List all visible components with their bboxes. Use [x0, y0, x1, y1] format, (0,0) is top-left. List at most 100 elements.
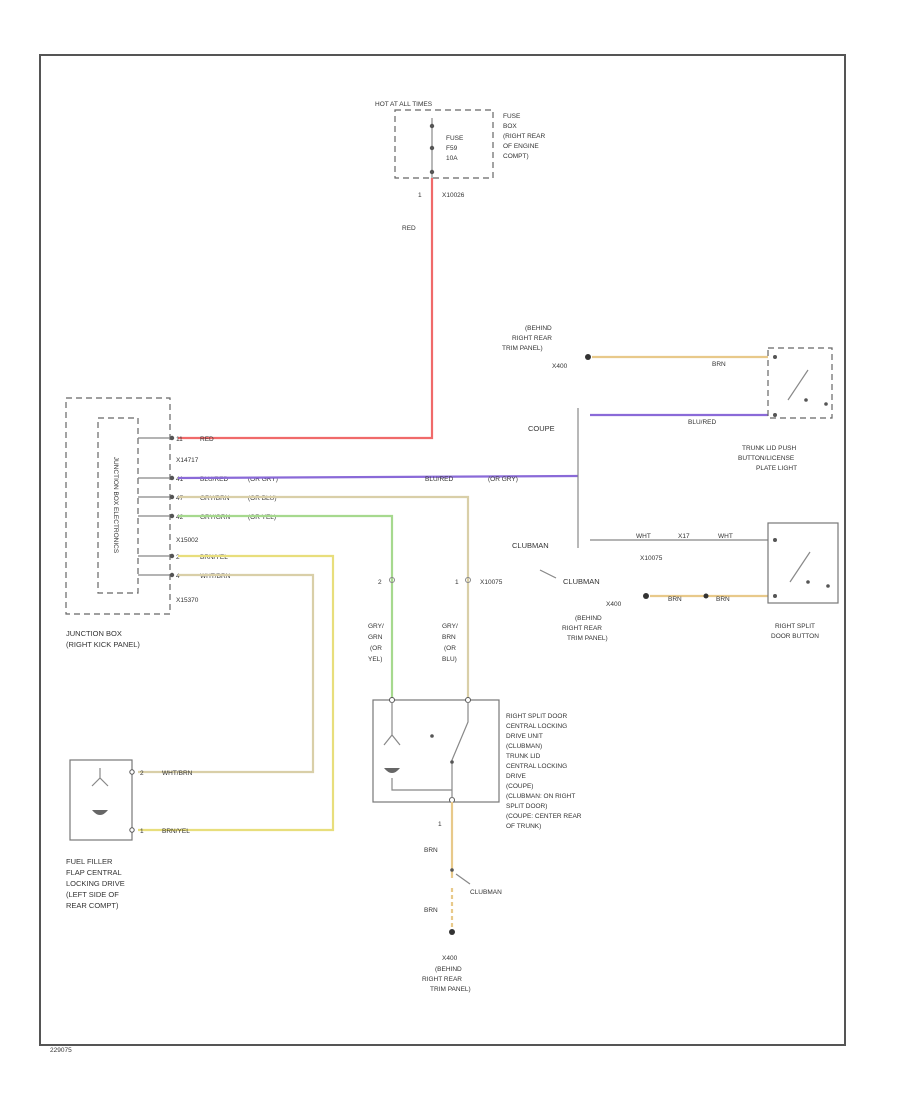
svg-text:RIGHT REAR: RIGHT REAR [422, 976, 462, 983]
svg-text:(OR: (OR [370, 645, 382, 652]
coupe-label: COUPE [528, 424, 555, 433]
svg-text:RIGHT SPLIT: RIGHT SPLIT [775, 623, 815, 630]
ground-mid-icon [643, 593, 649, 599]
beige-wire [138, 573, 315, 774]
orange-wire-mid-label-1: BRN [668, 596, 682, 603]
svg-text:(OR BLU): (OR BLU) [248, 495, 277, 502]
hot-at-all-times-label: HOT AT ALL TIMES [375, 101, 433, 108]
svg-text:OF TRUNK): OF TRUNK) [506, 823, 541, 830]
svg-text:X400: X400 [552, 363, 568, 370]
svg-text:1: 1 [455, 579, 459, 586]
svg-text:TRUNK LID PUSH: TRUNK LID PUSH [742, 445, 796, 452]
svg-text:REAR COMPT): REAR COMPT) [66, 901, 119, 910]
ground-top: (BEHIND RIGHT REAR TRIM PANEL) X400 [502, 325, 591, 370]
svg-text:(BEHIND: (BEHIND [525, 325, 552, 332]
white-wire-splice: X17 [678, 533, 690, 540]
trunk-lid-switch: TRUNK LID PUSH BUTTON/LICENSE PLATE LIGH… [738, 347, 833, 472]
junction-box-label: JUNCTION BOX [66, 629, 122, 638]
clubman-label-upper: CLUBMAN [512, 541, 549, 550]
actuator-wire-labels: 2 1 X10075 GRY/ GRN (OR YEL) GRY/ BRN (O… [368, 577, 503, 663]
central-locking-drive-unit [372, 697, 500, 803]
svg-text:TRIM PANEL): TRIM PANEL) [430, 986, 471, 993]
svg-text:FUEL FILLER: FUEL FILLER [66, 857, 113, 866]
fuse-terminal-mid [429, 145, 435, 151]
actuator-ground-wire-label-1: BRN [424, 847, 438, 854]
jb-connector-2: X15002 [176, 537, 199, 544]
svg-text:(COUPE: CENTER REAR: (COUPE: CENTER REAR [506, 813, 582, 820]
fuse-connector-id: X10026 [442, 192, 465, 199]
fuse-box-loc-4: OF ENGINE [503, 143, 539, 150]
svg-text:(OR YEL): (OR YEL) [248, 514, 276, 521]
svg-text:RED: RED [200, 436, 214, 443]
jb-pin-2: 2 BRN/YEL [138, 553, 228, 561]
svg-text:BRN: BRN [442, 634, 456, 641]
svg-text:BUTTON/LICENSE: BUTTON/LICENSE [738, 455, 795, 462]
trunk-switch-contact [787, 369, 809, 401]
orange-wire-top-label: BRN [712, 361, 726, 368]
split-button-contact [789, 551, 811, 583]
svg-text:2: 2 [140, 770, 144, 777]
ground-bottom: X400 (BEHIND RIGHT REAR TRIM PANEL) [422, 929, 471, 993]
actuator-clubman-label: CLUBMAN [470, 889, 502, 896]
svg-text:2: 2 [378, 579, 382, 586]
svg-text:(OR GRY): (OR GRY) [248, 476, 278, 483]
svg-text:GRY/: GRY/ [368, 623, 384, 630]
svg-text:WHT/BRN: WHT/BRN [200, 573, 231, 580]
svg-text:DRIVE: DRIVE [506, 773, 527, 780]
diagram-id: 229075 [50, 1047, 72, 1054]
motor-terminal-icon [383, 702, 401, 746]
svg-text:CENTRAL LOCKING: CENTRAL LOCKING [506, 723, 567, 730]
white-wire-label-1: WHT [636, 533, 651, 540]
junction-box-outline [65, 397, 171, 615]
svg-text:42: 42 [176, 514, 184, 521]
fuel-flap-motor-icon [92, 810, 108, 815]
jb-connector-3: X15370 [176, 597, 199, 604]
orange-wire-mid-label-2: BRN [716, 596, 730, 603]
svg-text:(BEHIND: (BEHIND [435, 966, 462, 973]
svg-text:1: 1 [140, 828, 144, 835]
svg-text:BRN/YEL: BRN/YEL [162, 828, 190, 835]
fuse-terminal-bottom [429, 169, 435, 175]
svg-text:X400: X400 [606, 601, 622, 608]
green-wire [178, 514, 394, 700]
junction-box-location: (RIGHT KICK PANEL) [66, 640, 140, 649]
svg-text:FLAP CENTRAL: FLAP CENTRAL [66, 868, 122, 877]
clubman-label-lower: CLUBMAN [563, 577, 600, 586]
jb-connector-1: X14717 [176, 457, 199, 464]
diagram-frame [39, 54, 846, 1046]
svg-text:41: 41 [176, 476, 184, 483]
jb-pin-41: 41 BLU/RED (OR GRY) [138, 475, 278, 483]
svg-text:RIGHT SPLIT DOOR: RIGHT SPLIT DOOR [506, 713, 567, 720]
jb-pin-11: 11 RED [138, 435, 214, 443]
junction-box: JUNCTION BOX ELECTRONICS 11 RED X14717 4… [65, 397, 278, 649]
svg-text:47: 47 [176, 495, 184, 502]
svg-text:BLU): BLU) [442, 656, 457, 663]
jb-pin-47: 47 GRY/BRN (OR BLU) [138, 494, 277, 502]
right-split-door-button: RIGHT SPLIT DOOR BUTTON [767, 522, 839, 640]
svg-text:(OR: (OR [444, 645, 456, 652]
ground-mid: CLUBMAN X400 (BEHIND RIGHT REAR TRIM PAN… [539, 569, 649, 642]
svg-text:TRUNK LID: TRUNK LID [506, 753, 541, 760]
junction-box-electronics-label: JUNCTION BOX ELECTRONICS [112, 457, 119, 554]
actuator-outline [372, 699, 500, 803]
svg-text:DRIVE UNIT: DRIVE UNIT [506, 733, 543, 740]
svg-text:YEL): YEL) [368, 656, 382, 663]
yellow-wire [138, 554, 335, 832]
svg-text:X10075: X10075 [480, 579, 503, 586]
fuse-box-outline [394, 109, 494, 179]
svg-text:(COUPE): (COUPE) [506, 783, 533, 790]
fuse-number: F59 [446, 145, 458, 152]
svg-text:RIGHT REAR: RIGHT REAR [512, 335, 552, 342]
fuse-terminal-top [429, 123, 435, 129]
actuator-label: RIGHT SPLIT DOOR CENTRAL LOCKING DRIVE U… [506, 713, 582, 830]
red-wire [178, 178, 434, 440]
fuse-box-loc-1: FUSE [503, 113, 521, 120]
actuator-ground-pin: 1 [438, 821, 442, 828]
svg-text:TRIM PANEL): TRIM PANEL) [567, 635, 608, 642]
fuse-rating: 10A [446, 155, 458, 162]
white-wire-label-2: WHT [718, 533, 733, 540]
fuse-box-loc-3: (RIGHT REAR [503, 133, 545, 140]
motor-icon [384, 768, 400, 773]
svg-text:DOOR BUTTON: DOOR BUTTON [771, 633, 819, 640]
